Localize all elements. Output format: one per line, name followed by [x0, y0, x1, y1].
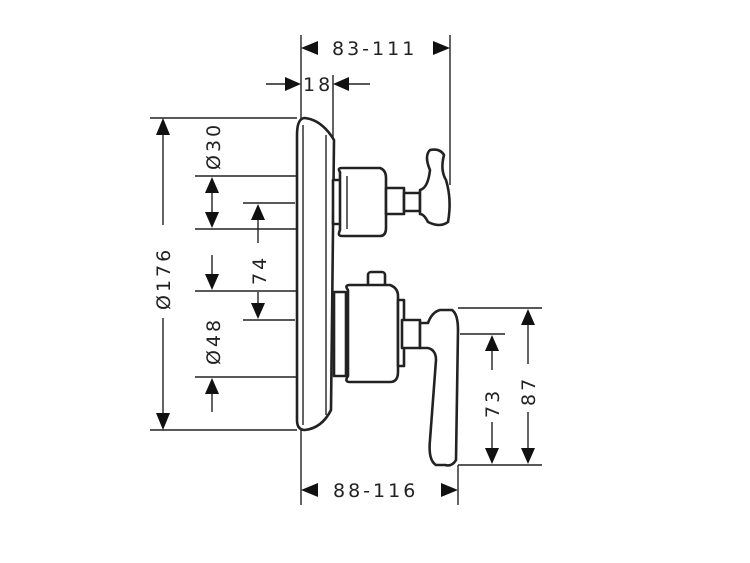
dimension-label: 74 — [249, 255, 271, 285]
dimension-label: 18 — [303, 74, 333, 96]
dimension-label: 73 — [482, 388, 504, 418]
dimension-88-116: 88-116 — [301, 465, 459, 505]
dimension-label: Ø176 — [153, 247, 175, 310]
dimension-87: 87 — [458, 307, 542, 466]
dimension-diameter-176: Ø176 — [150, 117, 297, 431]
dimension-83-111: 83-111 — [301, 35, 451, 185]
dimension-label: Ø48 — [203, 317, 225, 365]
dimension-diameter-30: Ø30 — [195, 122, 296, 230]
cover-plate — [295, 116, 336, 432]
dimension-label: 87 — [518, 376, 540, 406]
dimension-73: 73 — [460, 333, 505, 464]
dimension-label: 88-116 — [333, 480, 418, 502]
dimension-label: 83-111 — [332, 38, 417, 60]
dimension-diameter-48: Ø48 — [195, 255, 296, 412]
bottom-valve-lever-handle — [332, 270, 460, 467]
dimension-74: 74 — [243, 202, 295, 321]
dimension-label: Ø30 — [203, 122, 225, 170]
top-valve-cross-handle — [331, 148, 451, 238]
dimension-18: 18 — [266, 74, 370, 150]
